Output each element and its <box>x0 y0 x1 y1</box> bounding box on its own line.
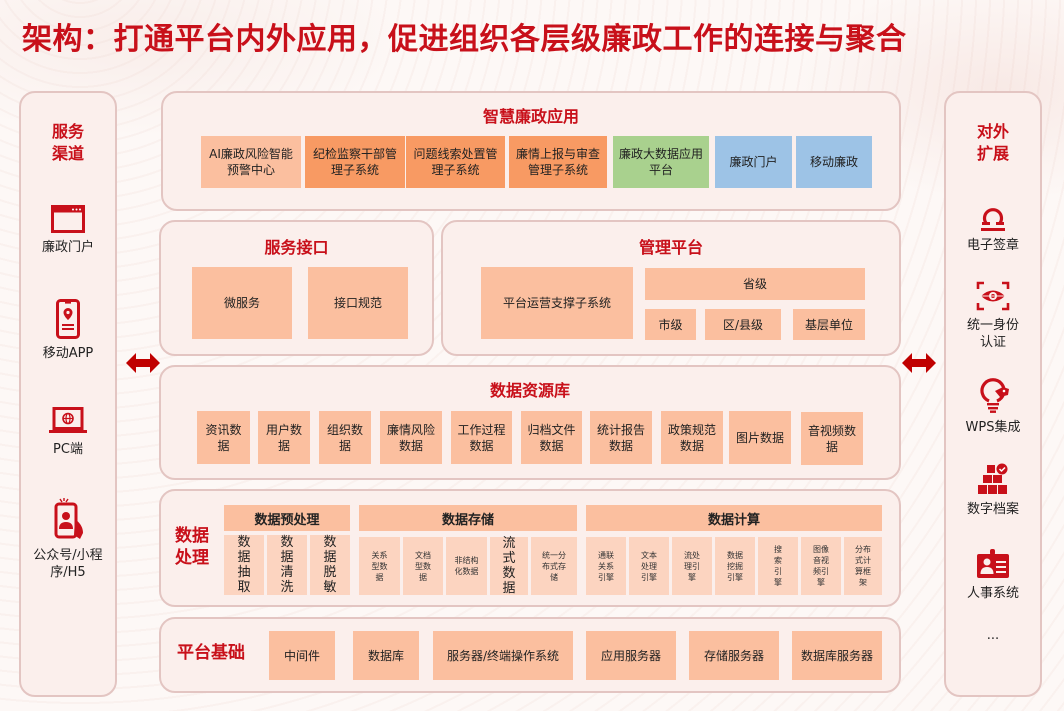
service-interface-panel: 服务接口 微服务 接口规范 <box>159 220 434 356</box>
data-resource-item[interactable]: 用户数据 <box>258 411 310 464</box>
page-title: 架构：打通平台内外应用，促进组织各层级廉政工作的连接与聚合 <box>22 22 907 57</box>
data-resource-item[interactable]: 资讯数据 <box>197 411 250 464</box>
ext-wps-integration-label: WPS集成 <box>965 420 1021 435</box>
platform-base-title: 平台基础 <box>177 643 245 663</box>
smart-apps-title: 智慧廉政应用 <box>482 107 579 126</box>
channel-wechat-miniapp-h5-label: 公众号/小程序/H5 <box>33 548 103 580</box>
ext-wps-integration[interactable]: WPS集成 <box>946 377 1040 436</box>
left-bidirectional-arrow-icon <box>126 353 160 377</box>
interface-spec-box[interactable]: 接口规范 <box>308 267 408 339</box>
storage-header: 数据存储 <box>359 505 577 531</box>
data-processing-panel: 数据处理 数据预处理 数据抽取 数据清洗 数据脱敏 数据存储 关系型数据 文档型… <box>159 489 901 607</box>
channel-mobile-app[interactable]: 移动APP <box>21 299 115 362</box>
data-resource-item[interactable]: 工作过程数据 <box>451 411 512 464</box>
ext-hr-system-label: 人事系统 <box>966 586 1019 601</box>
seal-stamp-icon <box>979 205 1007 231</box>
service-channels-panel: 服务渠道 廉政门户 移动APP <box>19 91 117 697</box>
storage-item[interactable]: 关系型数据 <box>359 537 400 595</box>
channel-pc-label: PC端 <box>53 442 83 457</box>
app-report-review[interactable]: 廉情上报与审查管理子系统 <box>509 136 607 188</box>
middleware-box[interactable]: 中间件 <box>269 631 335 680</box>
app-mobile[interactable]: 移动廉政 <box>796 136 872 188</box>
compute-item[interactable]: 分布式计算框架 <box>844 537 882 595</box>
archive-boxes-icon <box>976 463 1010 495</box>
storage-item[interactable]: 流式数据 <box>490 536 528 596</box>
app-big-data-platform[interactable]: 廉政大数据应用平台 <box>613 136 709 188</box>
app-server-box[interactable]: 应用服务器 <box>586 631 676 680</box>
storage-server-box[interactable]: 存储服务器 <box>689 631 779 680</box>
data-resource-item[interactable]: 归档文件数据 <box>521 411 582 464</box>
preprocess-item[interactable]: 数据抽取 <box>224 535 264 595</box>
ops-support-subsystem[interactable]: 平台运营支撑子系统 <box>481 267 633 339</box>
compute-item[interactable]: 图像音视频引擎 <box>801 537 841 595</box>
channel-wechat-miniapp-h5[interactable]: 公众号/小程序/H5 <box>21 497 115 581</box>
compute-item[interactable]: 文本处理引擎 <box>629 537 669 595</box>
compute-header: 数据计算 <box>586 505 882 531</box>
browser-window-icon <box>51 205 85 233</box>
ext-unified-auth[interactable]: 统一身份认证 <box>946 281 1040 351</box>
storage-item[interactable]: 文档型数据 <box>403 537 443 595</box>
ext-unified-auth-label: 统一身份认证 <box>966 318 1019 350</box>
service-channels-title: 服务渠道 <box>51 122 84 163</box>
channel-mobile-app-label: 移动APP <box>42 346 94 361</box>
preprocess-header: 数据预处理 <box>224 505 350 531</box>
ext-more-label: ... <box>986 628 1000 643</box>
data-resource-item[interactable]: 廉情风险数据 <box>380 411 442 464</box>
app-clue-handling[interactable]: 问题线索处置管理子系统 <box>406 136 505 188</box>
preprocess-item[interactable]: 数据脱敏 <box>310 535 350 595</box>
app-cadre-management[interactable]: 纪检监察干部管理子系统 <box>305 136 405 188</box>
ext-digital-archive-label: 数字档案 <box>966 502 1019 517</box>
management-platform-title: 管理平台 <box>638 238 703 257</box>
phone-in-hand-icon <box>51 497 85 541</box>
id-badge-icon <box>976 549 1010 579</box>
micro-services-box[interactable]: 微服务 <box>192 267 292 339</box>
ext-more: ... <box>946 621 1040 644</box>
storage-item[interactable]: 非结构化数据 <box>446 537 487 595</box>
ext-e-signature-label: 电子签章 <box>966 238 1019 253</box>
storage-item[interactable]: 统一分布式存储 <box>531 537 577 595</box>
compute-item[interactable]: 数据挖掘引擎 <box>715 537 755 595</box>
os-box[interactable]: 服务器/终端操作系统 <box>433 631 573 680</box>
external-extension-title: 对外扩展 <box>976 122 1009 163</box>
db-server-box[interactable]: 数据库服务器 <box>792 631 882 680</box>
mobile-location-icon <box>56 299 80 339</box>
city-level[interactable]: 市级 <box>645 309 696 340</box>
data-resources-panel: 数据资源库 资讯数据 用户数据 组织数据 廉情风险数据 工作过程数据 归档文件数… <box>159 365 901 480</box>
app-ai-risk-warning[interactable]: AI廉政风险智能预警中心 <box>201 136 301 188</box>
right-bidirectional-arrow-icon <box>902 353 936 377</box>
channel-portal[interactable]: 廉政门户 <box>21 205 115 256</box>
data-resource-item[interactable]: 音视频数据 <box>801 412 863 465</box>
channel-pc[interactable]: PC端 <box>21 407 115 458</box>
ext-digital-archive[interactable]: 数字档案 <box>946 463 1040 518</box>
platform-base-panel: 平台基础 中间件 数据库 服务器/终端操作系统 应用服务器 存储服务器 数据库服… <box>159 617 901 693</box>
ext-e-signature[interactable]: 电子签章 <box>946 205 1040 254</box>
data-resource-item[interactable]: 组织数据 <box>319 411 371 464</box>
lightbulb-tag-icon <box>976 377 1010 413</box>
data-resource-item[interactable]: 统计报告数据 <box>590 411 652 464</box>
data-processing-title: 数据处理 <box>175 526 209 568</box>
eye-scan-icon <box>976 281 1010 311</box>
ext-hr-system[interactable]: 人事系统 <box>946 549 1040 602</box>
management-platform-panel: 管理平台 平台运营支撑子系统 省级 市级 区/县级 基层单位 <box>441 220 901 356</box>
data-resources-title: 数据资源库 <box>489 381 570 400</box>
grassroots-unit[interactable]: 基层单位 <box>793 309 865 340</box>
database-box[interactable]: 数据库 <box>353 631 419 680</box>
compute-item[interactable]: 通联关系引擎 <box>586 537 626 595</box>
smart-apps-panel: 智慧廉政应用 AI廉政风险智能预警中心 纪检监察干部管理子系统 问题线索处置管理… <box>161 91 901 211</box>
preprocess-item[interactable]: 数据清洗 <box>267 535 307 595</box>
province-level[interactable]: 省级 <box>645 268 865 300</box>
data-resource-item[interactable]: 政策规范数据 <box>661 411 723 464</box>
laptop-globe-icon <box>48 407 88 435</box>
compute-item[interactable]: 流处理引擎 <box>672 537 712 595</box>
service-interface-title: 服务接口 <box>264 238 329 257</box>
channel-portal-label: 廉政门户 <box>41 240 94 255</box>
data-resource-item[interactable]: 图片数据 <box>729 411 791 464</box>
external-extension-panel: 对外扩展 电子签章 统一身份认证 <box>944 91 1042 697</box>
app-portal[interactable]: 廉政门户 <box>715 136 792 188</box>
compute-item[interactable]: 搜索引擎 <box>758 537 798 595</box>
district-county-level[interactable]: 区/县级 <box>705 309 781 340</box>
